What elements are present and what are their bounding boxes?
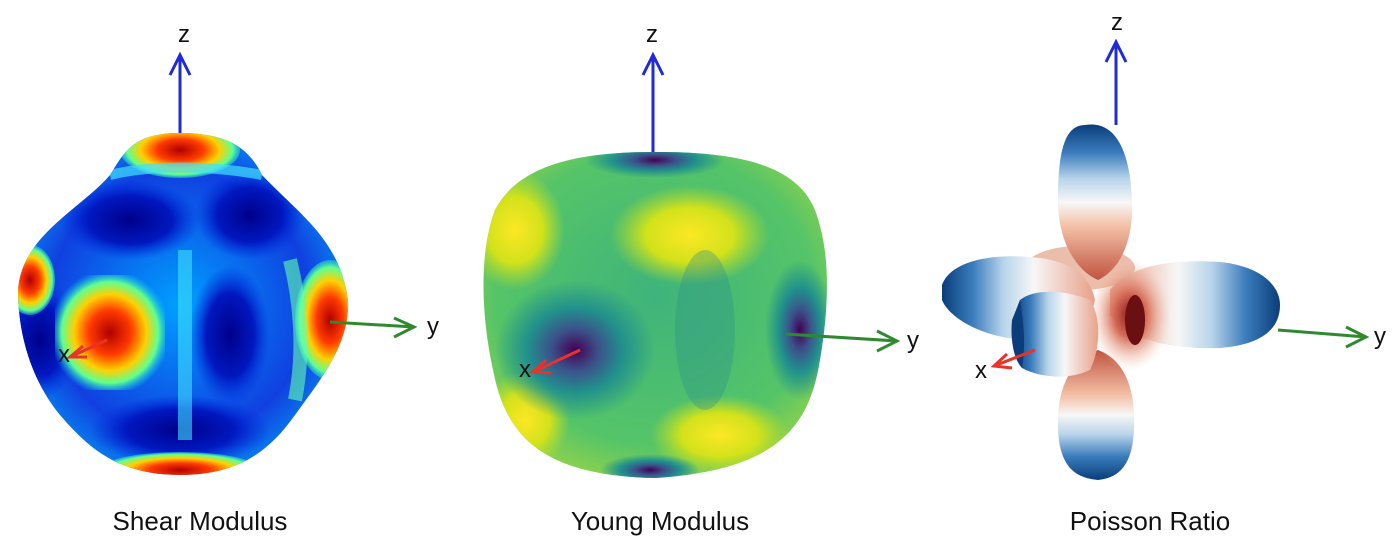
y-axis-label: y (907, 327, 919, 354)
x-axis-arrow (529, 358, 552, 375)
shear-surface (18, 133, 349, 475)
z-axis-arrow (1104, 38, 1128, 63)
x-axis-line (993, 348, 1036, 368)
x-axis-line (532, 348, 581, 374)
z-axis-label: z (178, 21, 190, 48)
x-axis-label: x (58, 341, 70, 368)
x-axis-label: x (975, 357, 987, 384)
young-modulus-title: Young Modulus (570, 506, 750, 536)
poisson-ratio-plot: z y x (942, 9, 1386, 480)
y-axis-line (329, 320, 415, 329)
x-axis-label: x (519, 356, 531, 383)
poisson-surface (942, 124, 1280, 480)
y-axis-arrow (393, 316, 418, 339)
y-axis-label: y (427, 313, 439, 340)
z-axis-label: z (1111, 9, 1123, 36)
z-axis-label: z (646, 21, 658, 48)
z-axis-arrow (641, 51, 665, 76)
y-axis-arrow (1345, 325, 1370, 349)
shear-modulus-title: Shear Modulus (112, 506, 288, 536)
shear-modulus-plot: z y x (18, 21, 439, 475)
y-axis-label: y (1374, 323, 1386, 350)
shear-modulus-panel: z y x Shear Modulus (0, 0, 460, 543)
x-axis-line (69, 338, 108, 359)
poisson-ratio-panel: z y x Poisson Ratio (930, 0, 1400, 543)
x-axis-arrow (990, 352, 1013, 370)
y-axis-line (1277, 328, 1367, 339)
y-axis-arrow (876, 329, 901, 353)
z-axis-arrow (168, 51, 192, 76)
x-axis-arrow (65, 344, 87, 359)
y-axis-line (784, 332, 898, 343)
poisson-ratio-title: Poisson Ratio (1069, 506, 1231, 536)
young-modulus-plot: z y x (483, 21, 919, 478)
young-modulus-panel: z y x Young Modulus (465, 0, 935, 543)
young-surface (483, 152, 827, 478)
